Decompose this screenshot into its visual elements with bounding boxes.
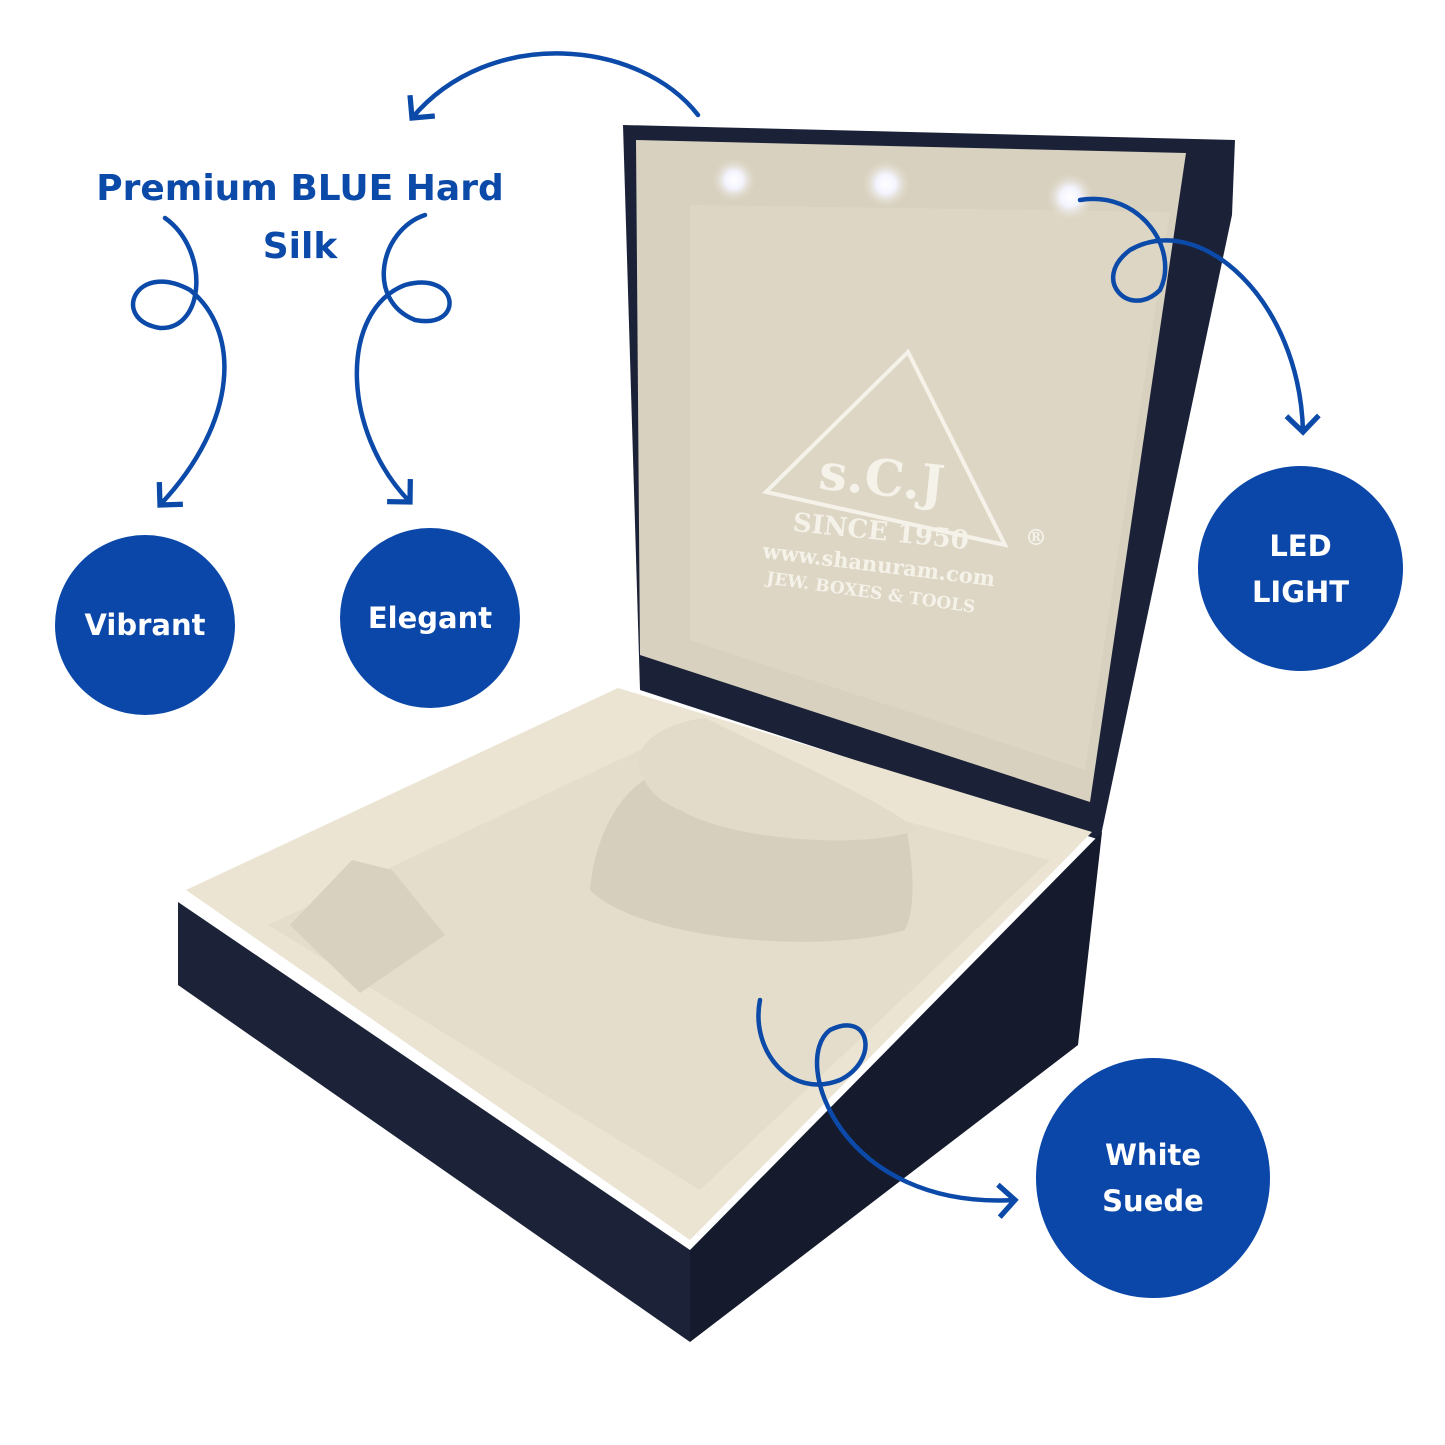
badge-elegant: Elegant <box>340 528 520 708</box>
badge-led-line1: LED <box>1269 528 1332 563</box>
badge-vibrant-label: Vibrant <box>84 608 206 642</box>
headline-line2: Silk <box>262 226 338 267</box>
badge-suede-line2: Suede <box>1102 1184 1204 1218</box>
headline: Premium BLUE Hard Silk <box>60 160 540 276</box>
necklace-stand <box>590 718 918 942</box>
svg-text:s.C.J: s.C.J <box>816 442 947 514</box>
base-right-face <box>690 832 1102 1342</box>
badge-elegant-label: Elegant <box>367 601 493 635</box>
badge-led-line2: LIGHT <box>1251 574 1350 609</box>
headline-line1: Premium BLUE Hard <box>96 168 504 209</box>
annotation-arrows <box>130 51 1321 1219</box>
led-lights <box>712 158 1094 221</box>
badge-vibrant: Vibrant <box>55 535 235 715</box>
badge-suede-line1: White <box>1104 1138 1202 1172</box>
lid-inner-back <box>690 205 1170 770</box>
badge-led-light: LED LIGHT <box>1198 466 1403 671</box>
svg-text:®: ® <box>1025 525 1047 551</box>
badge-white-suede: White Suede <box>1036 1058 1270 1298</box>
base-left-face <box>178 902 690 1342</box>
ring-holder <box>290 860 445 993</box>
